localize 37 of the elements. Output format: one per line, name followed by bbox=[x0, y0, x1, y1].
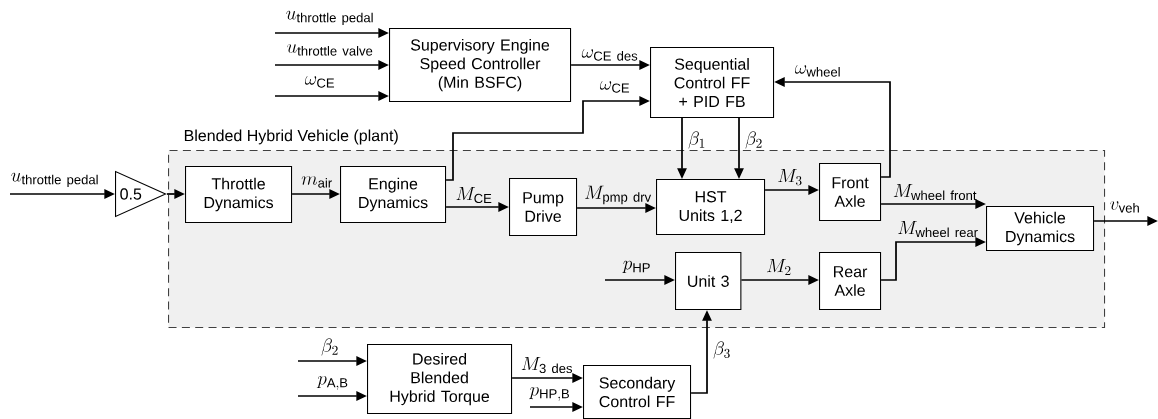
edge-label: $\beta_3$ bbox=[713, 341, 730, 359]
edge-label: $u_\mathrm{throttle\ valve}$ bbox=[287, 44, 373, 56]
edge-label: $M_\mathrm{wheel\ front}$ bbox=[893, 183, 977, 201]
edge-label: $\omega_\mathrm{wheel}$ bbox=[795, 65, 840, 77]
edge-label: $\omega_\mathrm{CE}$ bbox=[599, 81, 630, 93]
block-box: HST Units 1,2 bbox=[656, 179, 766, 236]
block-box: Sequential Control FF + PID FB bbox=[650, 47, 775, 119]
edge-label: $u_\mathrm{throttle\ pedal}$ bbox=[286, 10, 373, 25]
edge-label: $\beta_1$ bbox=[688, 131, 705, 149]
block-box: Unit 3 bbox=[675, 252, 742, 311]
edge-label: $\omega_\mathrm{CE}$ bbox=[304, 76, 335, 88]
group-heading: Blended Hybrid Vehicle (plant) bbox=[184, 129, 398, 145]
block-box: Supervisory Engine Speed Controller (Min BSFC) bbox=[389, 28, 572, 103]
edge-label: $M_3$ bbox=[778, 169, 802, 186]
edge-label: $p_\mathrm{HP}$ bbox=[622, 260, 650, 273]
block-box: Engine Dynamics bbox=[340, 166, 447, 224]
edge-label: $M_2$ bbox=[767, 259, 791, 275]
block-box: Front Axle bbox=[819, 163, 882, 222]
block-box: Pump Drive bbox=[509, 178, 578, 237]
edge-label: $u_\mathrm{throttle\ pedal}$ bbox=[11, 172, 98, 187]
edge-label: $M_\mathrm{3\ des}$ bbox=[521, 356, 573, 374]
edge-label: $p_\mathrm{A,B}$ bbox=[316, 375, 348, 390]
edge-label: $\omega_\mathrm{CE\ des}$ bbox=[581, 49, 638, 61]
edge-label: $m_\mathrm{air}$ bbox=[301, 176, 332, 188]
edge-label: $\beta_2$ bbox=[321, 338, 338, 356]
gain-triangle: 0.5 bbox=[115, 170, 167, 218]
edge-label: $\beta_2$ bbox=[745, 131, 762, 149]
block-box: Rear Axle bbox=[819, 252, 882, 311]
block-box: Vehicle Dynamics bbox=[986, 206, 1095, 252]
edge-label: $p_\mathrm{HP,B}$ bbox=[529, 386, 569, 401]
edge-label: $M_\mathrm{CE}$ bbox=[456, 186, 492, 204]
block-box: Desired Blended Hybrid Torque bbox=[367, 344, 513, 415]
edge-label: $M_\mathrm{wheel\ rear}$ bbox=[898, 220, 978, 238]
block-box: Secondary Control FF bbox=[583, 365, 692, 419]
edge-label: $v_\mathrm{veh}$ bbox=[1110, 201, 1139, 213]
edge-label: $M_\mathrm{pmp\ drv}$ bbox=[585, 185, 652, 205]
block-box: Throttle Dynamics bbox=[185, 166, 293, 224]
